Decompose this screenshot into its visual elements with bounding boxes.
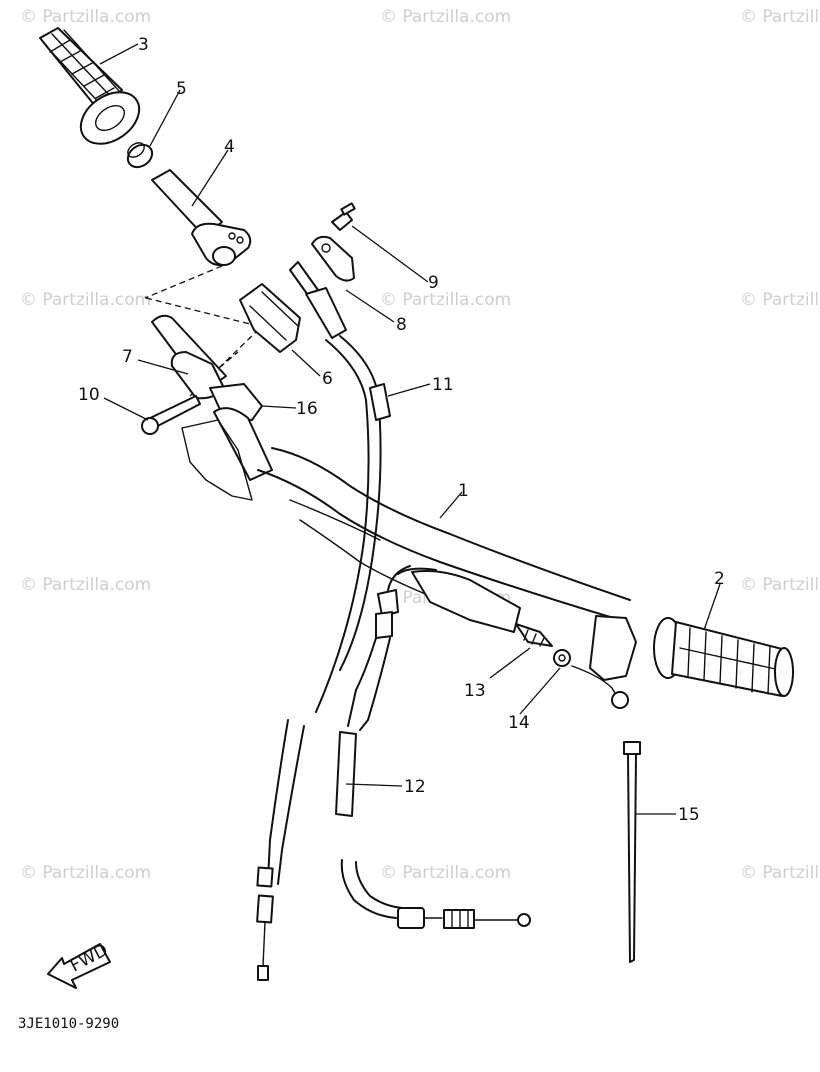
callout-12: 12: [404, 777, 426, 797]
cable-tie[interactable]: [623, 741, 641, 963]
watermark: © Partzilla.com: [740, 863, 820, 883]
throttle-tube[interactable]: [151, 169, 252, 267]
callout-3: 3: [138, 35, 149, 55]
watermark: © Partzilla.com: [380, 7, 511, 27]
clamp-bracket-shadow: [181, 419, 253, 501]
callout-4: 4: [224, 137, 235, 157]
callout-15: 15: [678, 805, 700, 825]
fwd-arrow: FWD: [47, 940, 111, 989]
throttle-cable-adjuster[interactable]: [311, 235, 355, 282]
callout-14: 14: [508, 713, 530, 733]
leader-lines: [99, 43, 721, 815]
callout-16: 16: [296, 399, 318, 419]
throttle-housing-cap[interactable]: [239, 283, 301, 353]
watermark: © Partzilla.com: [20, 7, 151, 27]
callout-11: 11: [432, 375, 454, 395]
watermark: © Partzilla.com: [20, 575, 151, 595]
callouts: 1 2 3 4 5 6 7 8 9 10 11 12 13 14 15 16: [78, 35, 725, 825]
right-grip[interactable]: [653, 617, 794, 697]
adjuster-screw[interactable]: [331, 202, 356, 231]
clutch-perch[interactable]: [411, 570, 637, 709]
watermark: © Partzilla.com: [740, 575, 820, 595]
adjuster-nut[interactable]: [553, 649, 571, 667]
callout-1: 1: [458, 481, 469, 501]
diagram-code: 3JE1010-9290: [18, 1016, 119, 1032]
collar[interactable]: [124, 140, 157, 172]
callout-6: 6: [322, 369, 333, 389]
watermark: © Partzilla.com: [740, 290, 820, 310]
clutch-cable[interactable]: [335, 565, 531, 929]
watermark: © Partzilla.com: [380, 863, 511, 883]
watermark: © Partzilla.com: [20, 290, 151, 310]
clutch-cable-adjuster[interactable]: [515, 623, 553, 647]
callout-7: 7: [122, 347, 133, 367]
callout-8: 8: [396, 315, 407, 335]
callout-9: 9: [428, 273, 439, 293]
throttle-cable[interactable]: [256, 261, 391, 981]
watermark: © Partzilla.com: [20, 863, 151, 883]
callout-10: 10: [78, 385, 100, 405]
callout-13: 13: [464, 681, 486, 701]
watermark: © Partzilla.com: [740, 7, 820, 27]
watermarks: © Partzilla.com © Partzilla.com © Partzi…: [20, 7, 820, 883]
callout-2: 2: [714, 569, 725, 589]
watermark: © Partzilla.com: [380, 290, 511, 310]
left-grip[interactable]: [39, 27, 149, 154]
callout-5: 5: [176, 79, 187, 99]
housing-bolt[interactable]: [141, 395, 201, 435]
throttle-housing[interactable]: [151, 314, 273, 481]
